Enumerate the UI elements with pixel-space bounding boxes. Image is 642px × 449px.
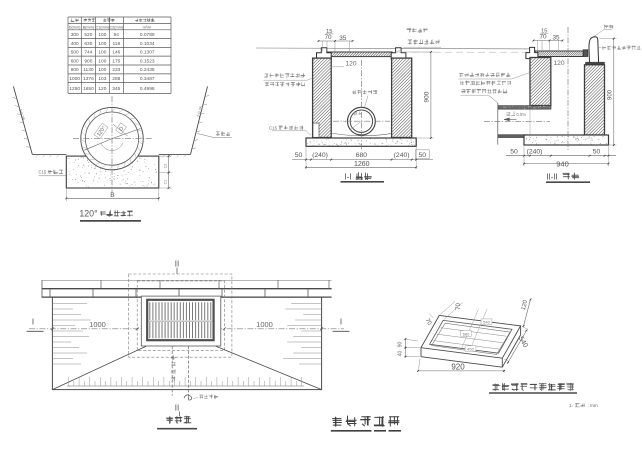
svg-text:I-I: I-I <box>344 172 351 181</box>
svg-text:100: 100 <box>98 32 106 38</box>
svg-text:100: 100 <box>98 67 106 73</box>
svg-text:744: 744 <box>84 50 92 56</box>
svg-text:1000: 1000 <box>69 76 80 82</box>
svg-text:103: 103 <box>98 76 106 82</box>
svg-text:: mm: : mm <box>588 403 598 408</box>
svg-text:C1: C1 <box>163 180 167 185</box>
svg-text:450: 450 <box>467 346 474 351</box>
svg-text:(240): (240) <box>394 152 410 159</box>
svg-text:1130: 1130 <box>83 67 94 73</box>
svg-text:50: 50 <box>419 152 427 159</box>
svg-text:0.5%: 0.5% <box>517 112 527 117</box>
svg-text:90: 90 <box>398 342 404 348</box>
svg-text:35: 35 <box>339 35 347 42</box>
svg-text:800: 800 <box>71 67 79 73</box>
svg-text:1650: 1650 <box>83 86 94 92</box>
svg-text:1000: 1000 <box>256 320 273 329</box>
svg-text:120°: 120° <box>79 209 97 219</box>
svg-text:520: 520 <box>84 32 92 38</box>
svg-text:II-II: II-II <box>546 172 558 181</box>
svg-text:B(mm): B(mm) <box>83 25 95 29</box>
svg-text:0.0789: 0.0789 <box>140 32 155 38</box>
svg-text:35: 35 <box>552 34 560 41</box>
svg-text:0.3487: 0.3487 <box>140 76 155 82</box>
svg-text:I: I <box>32 318 34 327</box>
svg-text:175: 175 <box>112 58 120 64</box>
svg-text:40: 40 <box>398 351 404 357</box>
svg-text:900: 900 <box>84 58 92 64</box>
svg-text:500: 500 <box>71 50 79 56</box>
svg-text:0.2435: 0.2435 <box>140 67 155 73</box>
svg-text:94: 94 <box>114 32 120 38</box>
svg-text:1250: 1250 <box>69 86 80 92</box>
svg-text:540: 540 <box>483 320 490 325</box>
svg-text:300: 300 <box>71 32 79 38</box>
svg-text:118: 118 <box>112 41 120 47</box>
svg-text:680: 680 <box>463 331 470 336</box>
svg-text:D(mm): D(mm) <box>69 25 81 29</box>
svg-text:C2(mm): C2(mm) <box>109 25 123 29</box>
svg-text:630: 630 <box>84 41 92 47</box>
svg-text:1.: 1. <box>569 403 573 408</box>
svg-text:233: 233 <box>112 67 120 73</box>
svg-text:1260: 1260 <box>354 161 370 168</box>
svg-text:C2: C2 <box>163 164 167 169</box>
svg-text:II: II <box>175 260 179 269</box>
svg-text:100: 100 <box>98 50 106 56</box>
svg-text:120: 120 <box>346 60 357 67</box>
svg-text:146: 146 <box>112 50 120 56</box>
svg-text:50: 50 <box>593 148 601 155</box>
svg-text:920: 920 <box>451 362 465 371</box>
svg-text:900: 900 <box>607 89 613 100</box>
svg-text:I: I <box>340 318 342 327</box>
svg-text:940: 940 <box>556 159 569 168</box>
svg-text:100: 100 <box>98 58 106 64</box>
svg-text:1000: 1000 <box>89 320 106 329</box>
svg-text:m³/m: m³/m <box>143 25 152 29</box>
svg-text:50: 50 <box>510 148 518 155</box>
svg-text:345: 345 <box>112 86 120 92</box>
svg-text:400: 400 <box>71 41 79 47</box>
svg-text:(240): (240) <box>312 152 328 159</box>
svg-text:120: 120 <box>98 86 106 92</box>
svg-text:(240): (240) <box>527 148 543 155</box>
svg-text:70: 70 <box>324 34 332 41</box>
svg-text:C15: C15 <box>39 170 47 175</box>
svg-text:900: 900 <box>423 91 430 102</box>
svg-text:0.4996: 0.4996 <box>140 86 155 92</box>
svg-text:288: 288 <box>112 76 120 82</box>
svg-text:680: 680 <box>356 152 368 159</box>
svg-text:0.1034: 0.1034 <box>140 41 155 47</box>
svg-text:II: II <box>175 404 179 413</box>
svg-text:1376: 1376 <box>83 76 94 82</box>
svg-text:70: 70 <box>456 303 462 310</box>
svg-text:70: 70 <box>539 34 547 41</box>
svg-text:C15: C15 <box>269 126 278 131</box>
svg-text:120: 120 <box>554 60 565 67</box>
svg-text:600: 600 <box>71 58 79 64</box>
svg-text:C1(mm): C1(mm) <box>96 25 110 29</box>
svg-text:100: 100 <box>98 41 106 47</box>
svg-text:50: 50 <box>295 152 303 159</box>
svg-text:0.1523: 0.1523 <box>140 58 155 64</box>
svg-text:B: B <box>110 192 115 199</box>
svg-text:0.1307: 0.1307 <box>140 50 155 56</box>
